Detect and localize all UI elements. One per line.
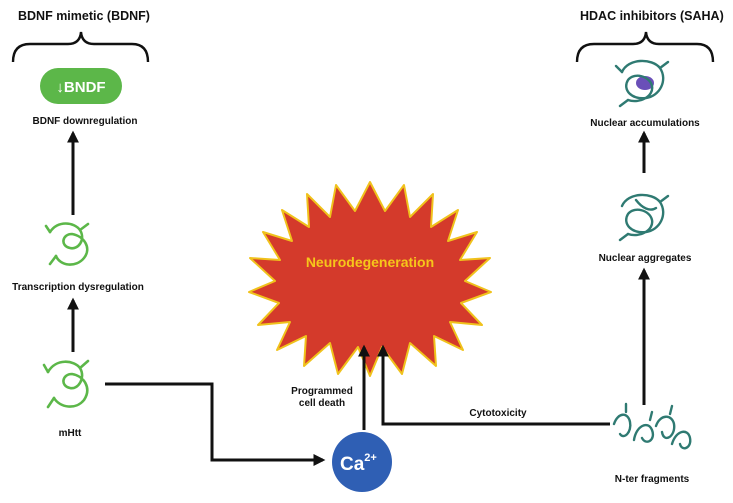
calcium-base: Ca [340, 454, 365, 475]
neurodegeneration-label: Neurodegeneration [306, 254, 434, 270]
left-therapy-title: BDNF mimetic (BDNF) [18, 9, 150, 23]
neurodegeneration-star [248, 181, 492, 377]
calcium-label: Ca2+ [340, 452, 377, 475]
mhtt-label: mHtt [59, 428, 82, 439]
mhtt-protein-icon [42, 359, 90, 409]
left-brace [11, 31, 150, 63]
right-therapy-title: HDAC inhibitors (SAHA) [580, 9, 724, 23]
transcription-dysregulation-label: Transcription dysregulation [12, 282, 144, 293]
nuclear-accumulations-label: Nuclear accumulations [590, 118, 700, 129]
nter-fragments-icon [612, 402, 692, 450]
nter-fragments-label: N-ter fragments [615, 474, 690, 485]
bdnf-downregulation-label: BDNF downregulation [33, 116, 138, 127]
calcium-ion-circle [332, 432, 392, 492]
calcium-superscript: 2+ [364, 452, 377, 464]
arrow-fragments-to-neuro [377, 344, 610, 426]
arrow-mhtt-to-calcium [105, 382, 326, 466]
cytotoxicity-label: Cytotoxicity [469, 408, 527, 419]
nuclear-aggregate-icon [618, 193, 670, 242]
programmed-label-line2: cell death [299, 398, 345, 409]
nuclear-aggregates-label: Nuclear aggregates [599, 253, 692, 264]
transcription-protein-icon [44, 222, 90, 266]
bndf-pill-label: ↓BNDF [56, 79, 105, 96]
bndf-pill [40, 68, 122, 104]
right-brace [575, 31, 715, 63]
programmed-label-line1: Programmed [291, 386, 353, 397]
nuclear-accumulation-icon [614, 59, 670, 108]
